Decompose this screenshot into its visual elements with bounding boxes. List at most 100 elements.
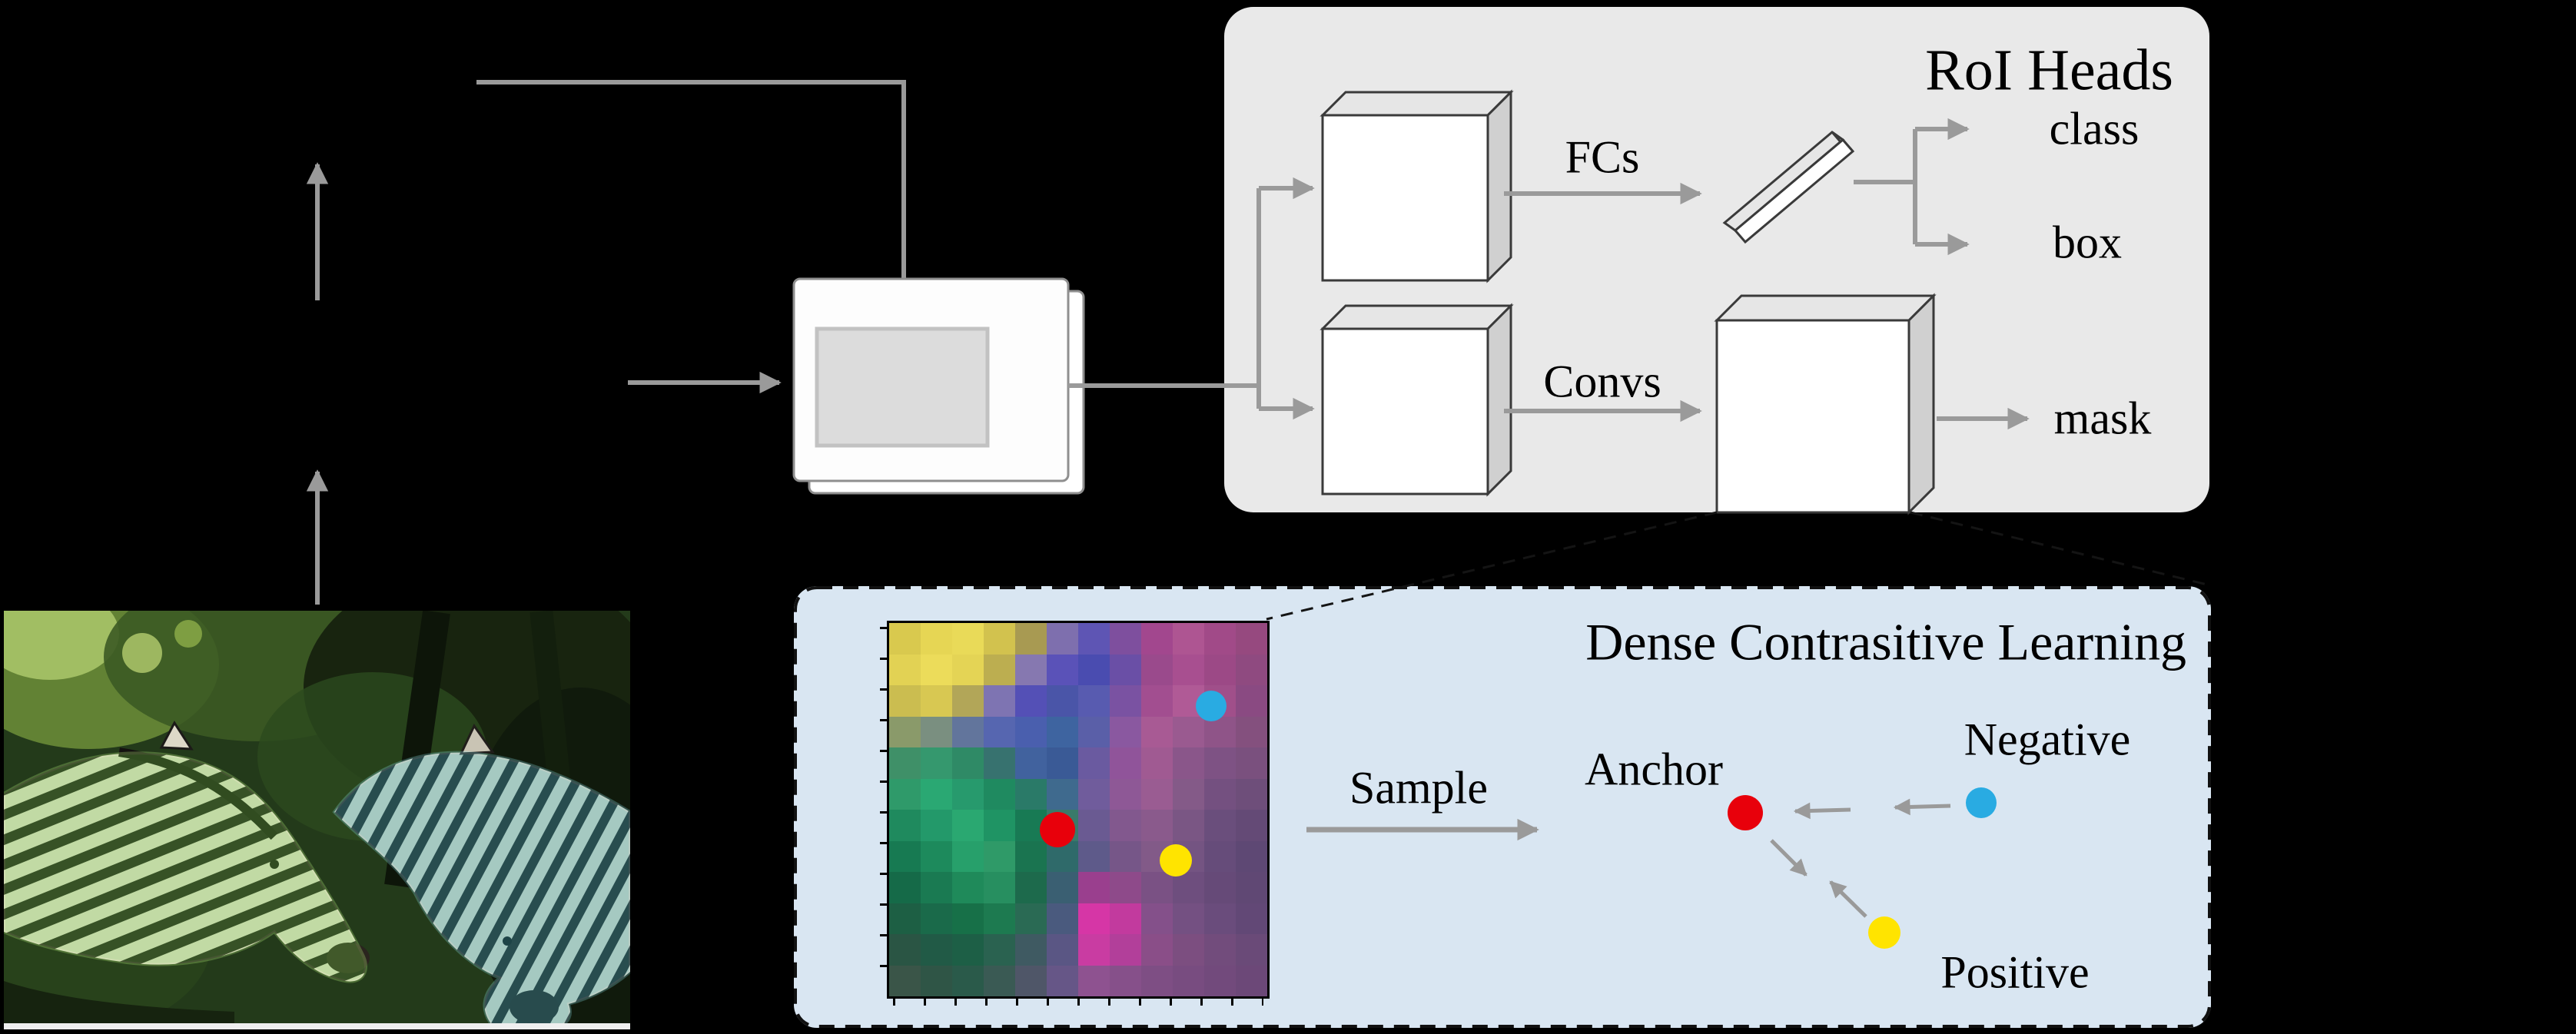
heatmap-cell xyxy=(1110,872,1141,903)
heatmap-cell xyxy=(1141,903,1173,934)
heatmap-cell xyxy=(1078,747,1110,779)
heatmap-cell xyxy=(1236,934,1267,966)
heatmap-cell xyxy=(889,747,921,779)
heatmap-cell xyxy=(1047,685,1078,717)
heatmap-cell xyxy=(1204,872,1236,903)
heatmap-cell xyxy=(1015,903,1047,934)
arrow-rpn-to-roialign xyxy=(476,80,915,319)
heatmap-cell xyxy=(1173,965,1204,996)
heatmap-cell xyxy=(1204,623,1236,655)
heatmap-cell xyxy=(1110,903,1141,934)
heatmap-cell xyxy=(984,747,1015,779)
dense-learning-title: Dense Contrasitive Learning xyxy=(1585,612,2186,671)
heatmap-cell xyxy=(1015,840,1047,872)
heatmap-cell xyxy=(952,654,984,685)
heatmap-cell xyxy=(1173,685,1204,717)
heatmap-cell xyxy=(1078,965,1110,996)
positive-label: Positive xyxy=(1940,946,2090,998)
heatmap-cell xyxy=(889,965,921,996)
heatmap-cell xyxy=(984,840,1015,872)
heatmap-cell xyxy=(952,747,984,779)
heatmap-cell xyxy=(984,965,1015,996)
heatmap-cell xyxy=(1173,747,1204,779)
grass-foreground xyxy=(4,981,234,1029)
heatmap-cell xyxy=(1110,934,1141,966)
heatmap-cell xyxy=(1204,778,1236,810)
heatmap-cell xyxy=(1236,965,1267,996)
heatmap-cell xyxy=(1173,716,1204,747)
heatmap-cell xyxy=(1141,840,1173,872)
heatmap-cell xyxy=(952,934,984,966)
heatmap-cell xyxy=(1047,840,1078,872)
zebra-photo xyxy=(0,565,695,1034)
instance-mask-green xyxy=(2,751,367,983)
heatmap-cell xyxy=(1173,778,1204,810)
heatmap-cell xyxy=(921,903,952,934)
heatmap-cell xyxy=(1078,872,1110,903)
heatmap-cell xyxy=(984,778,1015,810)
heatmap-cell xyxy=(1141,778,1173,810)
heatmap-cell xyxy=(1173,654,1204,685)
heatmap-cell xyxy=(889,654,921,685)
heatmap-cell xyxy=(984,903,1015,934)
heatmap-cell xyxy=(1015,716,1047,747)
heatmap-cell xyxy=(1047,903,1078,934)
heatmap-cell xyxy=(1173,903,1204,934)
fcs-label: FCs xyxy=(1565,131,1640,183)
heatmap-cell xyxy=(889,685,921,717)
heatmap-cell xyxy=(1110,685,1141,717)
heatmap-cell xyxy=(1236,903,1267,934)
heatmap-cell xyxy=(952,840,984,872)
heatmap-cell xyxy=(1204,654,1236,685)
box-label: box xyxy=(2053,217,2122,268)
heatmap-cell xyxy=(1204,903,1236,934)
heatmap-cell xyxy=(889,810,921,841)
heatmap-cell xyxy=(921,965,952,996)
convs-label: Convs xyxy=(1543,356,1661,407)
heatmap-cell xyxy=(1015,934,1047,966)
heatmap-cell xyxy=(1110,778,1141,810)
heatmap-cell xyxy=(1141,872,1173,903)
heatmap-cell xyxy=(889,840,921,872)
heatmap-cell xyxy=(1047,934,1078,966)
heatmap-cell xyxy=(921,747,952,779)
heatmap-cell xyxy=(952,903,984,934)
heatmap-cell xyxy=(952,778,984,810)
instance-mask-cyan xyxy=(332,751,632,1031)
heatmap-bottom-ticks xyxy=(892,999,1264,1006)
heatmap-cell xyxy=(889,934,921,966)
heatmap-cell xyxy=(1141,934,1173,966)
heatmap-cell xyxy=(921,685,952,717)
heatmap-cell xyxy=(1236,747,1267,779)
heatmap-cell xyxy=(921,872,952,903)
heatmap-cell xyxy=(1236,685,1267,717)
heatmap-cell xyxy=(1110,747,1141,779)
heatmap-cell xyxy=(952,810,984,841)
heatmap-cell xyxy=(1047,872,1078,903)
heatmap-cell xyxy=(1236,810,1267,841)
heatmap-cell xyxy=(984,872,1015,903)
heatmap-cell xyxy=(984,623,1015,655)
heatmap-cell xyxy=(1078,840,1110,872)
heatmap-cell xyxy=(1110,716,1141,747)
heatmap-cell xyxy=(1047,716,1078,747)
heatmap-cell xyxy=(889,778,921,810)
heatmap-cell xyxy=(1141,654,1173,685)
heatmap-cell xyxy=(1236,872,1267,903)
heatmap-cell xyxy=(1078,716,1110,747)
heatmap-cell xyxy=(1173,840,1204,872)
heatmap-cell xyxy=(1236,716,1267,747)
heatmap-cell xyxy=(1078,685,1110,717)
heatmap-cell xyxy=(1236,654,1267,685)
zoom-line-right xyxy=(1910,511,2208,586)
heatmap-cell xyxy=(1110,810,1141,841)
heatmap-cell xyxy=(1204,716,1236,747)
heatmap-cell xyxy=(952,685,984,717)
heatmap-cell xyxy=(1204,965,1236,996)
heatmap-cell xyxy=(1047,623,1078,655)
heatmap-cell xyxy=(889,716,921,747)
heatmap-cell xyxy=(1047,810,1078,841)
heatmap-cell xyxy=(1236,623,1267,655)
heatmap-cell xyxy=(1110,965,1141,996)
